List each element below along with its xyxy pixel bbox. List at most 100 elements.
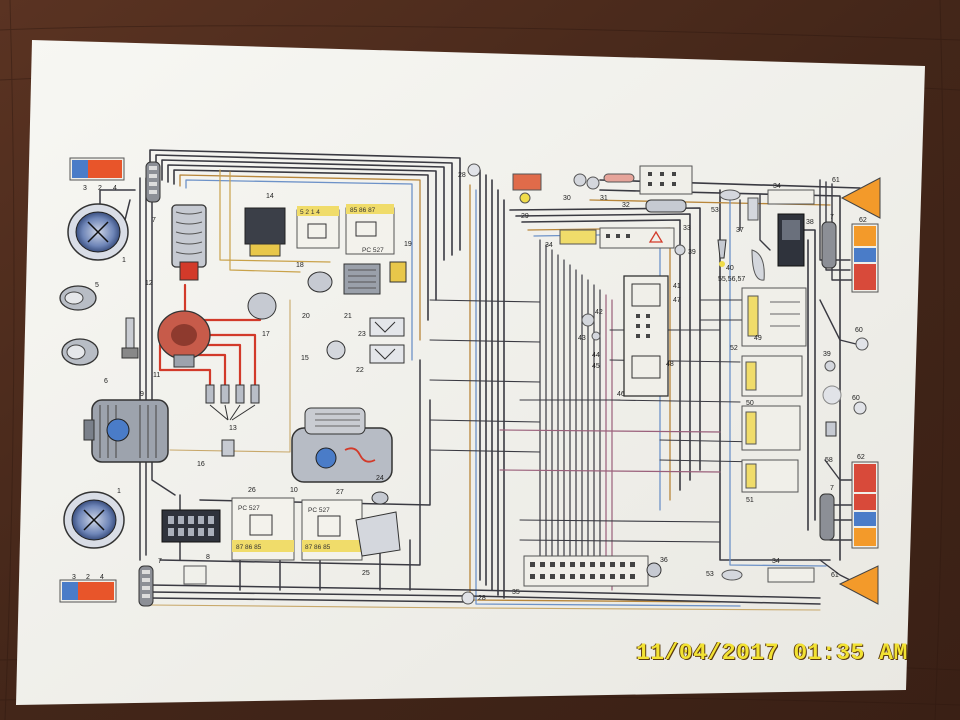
svg-text:7: 7	[152, 217, 156, 224]
label-45: 45	[592, 363, 600, 370]
svg-text:26: 26	[248, 487, 256, 494]
svg-text:61: 61	[831, 572, 839, 579]
svg-text:38: 38	[806, 219, 814, 226]
lamp-29: 29	[512, 173, 542, 220]
svg-text:51: 51	[746, 497, 754, 504]
svg-text:24: 24	[376, 475, 384, 482]
svg-text:50: 50	[746, 400, 754, 407]
switch-panel-49: 49	[741, 287, 807, 347]
svg-text:7: 7	[830, 485, 834, 492]
svg-text:36: 36	[660, 557, 668, 564]
relay-27: PC 527 87 86 85 27	[301, 489, 363, 561]
svg-text:62: 62	[859, 217, 867, 224]
svg-text:14: 14	[266, 193, 274, 200]
lamp-28-bottom: 28	[461, 591, 486, 605]
headlamp-left-top: 1	[67, 203, 129, 264]
svg-text:41: 41	[673, 283, 681, 290]
svg-text:2: 2	[86, 574, 90, 581]
svg-text:34: 34	[772, 558, 780, 565]
svg-text:32: 32	[622, 202, 630, 209]
svg-text:62: 62	[857, 454, 865, 461]
svg-text:9: 9	[140, 391, 144, 398]
svg-text:10: 10	[290, 487, 298, 494]
switch-panel-52: 52	[730, 345, 803, 397]
reflector-61-bottom: 61	[831, 565, 879, 605]
switch-36: 36	[646, 557, 668, 578]
generator: 9	[83, 391, 169, 463]
lamp-30: 30	[563, 173, 600, 202]
svg-text:15: 15	[301, 355, 309, 362]
svg-text:27: 27	[336, 489, 344, 496]
svg-text:13: 13	[229, 425, 237, 432]
lamp-40: 40	[717, 239, 734, 272]
svg-text:39: 39	[823, 351, 831, 358]
svg-text:21: 21	[344, 313, 352, 320]
starter: 10	[290, 407, 393, 494]
label-4-top: 4	[113, 185, 117, 192]
svg-text:4: 4	[100, 574, 104, 581]
voltage-regulator: 14	[244, 193, 286, 257]
svg-text:18: 18	[296, 262, 304, 269]
svg-text:28: 28	[458, 172, 466, 179]
svg-text:46: 46	[617, 391, 625, 398]
svg-text:39: 39	[688, 249, 696, 256]
lamp-37: 37	[736, 197, 759, 234]
svg-text:52: 52	[730, 345, 738, 352]
relay-27-code: 87 86 85	[305, 544, 331, 551]
relay-18: 5 2 1 4 18	[296, 206, 340, 269]
svg-text:34: 34	[773, 183, 781, 190]
svg-text:20: 20	[302, 313, 310, 320]
lamp-31: 31	[600, 173, 635, 202]
wire-harness	[99, 149, 861, 611]
svg-text:11: 11	[153, 372, 160, 379]
horn-bottom	[61, 338, 99, 366]
switch-34-top-right: 34	[767, 183, 815, 205]
motor-17: 17	[247, 292, 277, 338]
switch-24: 24	[371, 475, 389, 505]
relay-26-code: 87 86 85	[236, 544, 262, 551]
headlamp-left-bottom: 1	[63, 488, 125, 549]
svg-text:53: 53	[711, 207, 719, 214]
svg-text:49: 49	[754, 335, 762, 342]
svg-text:22: 22	[356, 367, 364, 374]
switch-small-left	[183, 565, 207, 585]
svg-text:48: 48	[666, 361, 674, 368]
svg-text:37: 37	[736, 227, 744, 234]
timestamp-overlay: 11/04/2017 01:35 AM	[636, 640, 908, 666]
relay-26-type: PC 527	[238, 505, 260, 512]
svg-text:43: 43	[578, 335, 586, 342]
svg-text:6: 6	[104, 378, 108, 385]
connector-block-bottom-right: 7	[819, 485, 835, 541]
svg-text:1: 1	[117, 488, 121, 495]
ignition-coil: 12	[145, 204, 207, 287]
lamp-28-top: 28	[458, 163, 481, 179]
svg-text:60: 60	[852, 395, 860, 402]
tail-lamp-62-top: 62	[851, 217, 879, 293]
lamp-60-bottom: 60	[852, 395, 867, 415]
switch-panel-50: 50	[741, 400, 801, 451]
svg-text:60: 60	[855, 327, 863, 334]
switch-25: 25	[355, 511, 401, 577]
svg-text:30: 30	[563, 195, 571, 202]
svg-text:42: 42	[595, 309, 603, 316]
relay-26: PC 527 87 86 85 26	[231, 487, 295, 561]
sensor-58: 58	[822, 385, 842, 464]
svg-text:5: 5	[95, 282, 99, 289]
svg-text:7: 7	[830, 214, 834, 221]
horn-top: 5	[59, 282, 99, 311]
svg-text:3: 3	[72, 574, 76, 581]
front-indicator-left-top: 3 2 4	[69, 157, 125, 192]
connector-35: 35	[512, 555, 649, 596]
svg-text:16: 16	[197, 461, 205, 468]
svg-text:47: 47	[673, 297, 681, 304]
relay-22-23: 23 22	[356, 317, 405, 374]
label-55-56-57: 55,56,57	[718, 276, 745, 283]
warning-triangle-panel	[599, 227, 675, 249]
svg-text:8: 8	[206, 554, 210, 561]
radio-38: 38	[777, 213, 814, 267]
tail-lamp-62-bottom: 62	[851, 454, 879, 549]
cigarette-lighter: 33	[645, 199, 691, 232]
switch-32-top: 32	[622, 165, 693, 209]
instrument-cluster: 41 47 48 46	[617, 275, 681, 398]
